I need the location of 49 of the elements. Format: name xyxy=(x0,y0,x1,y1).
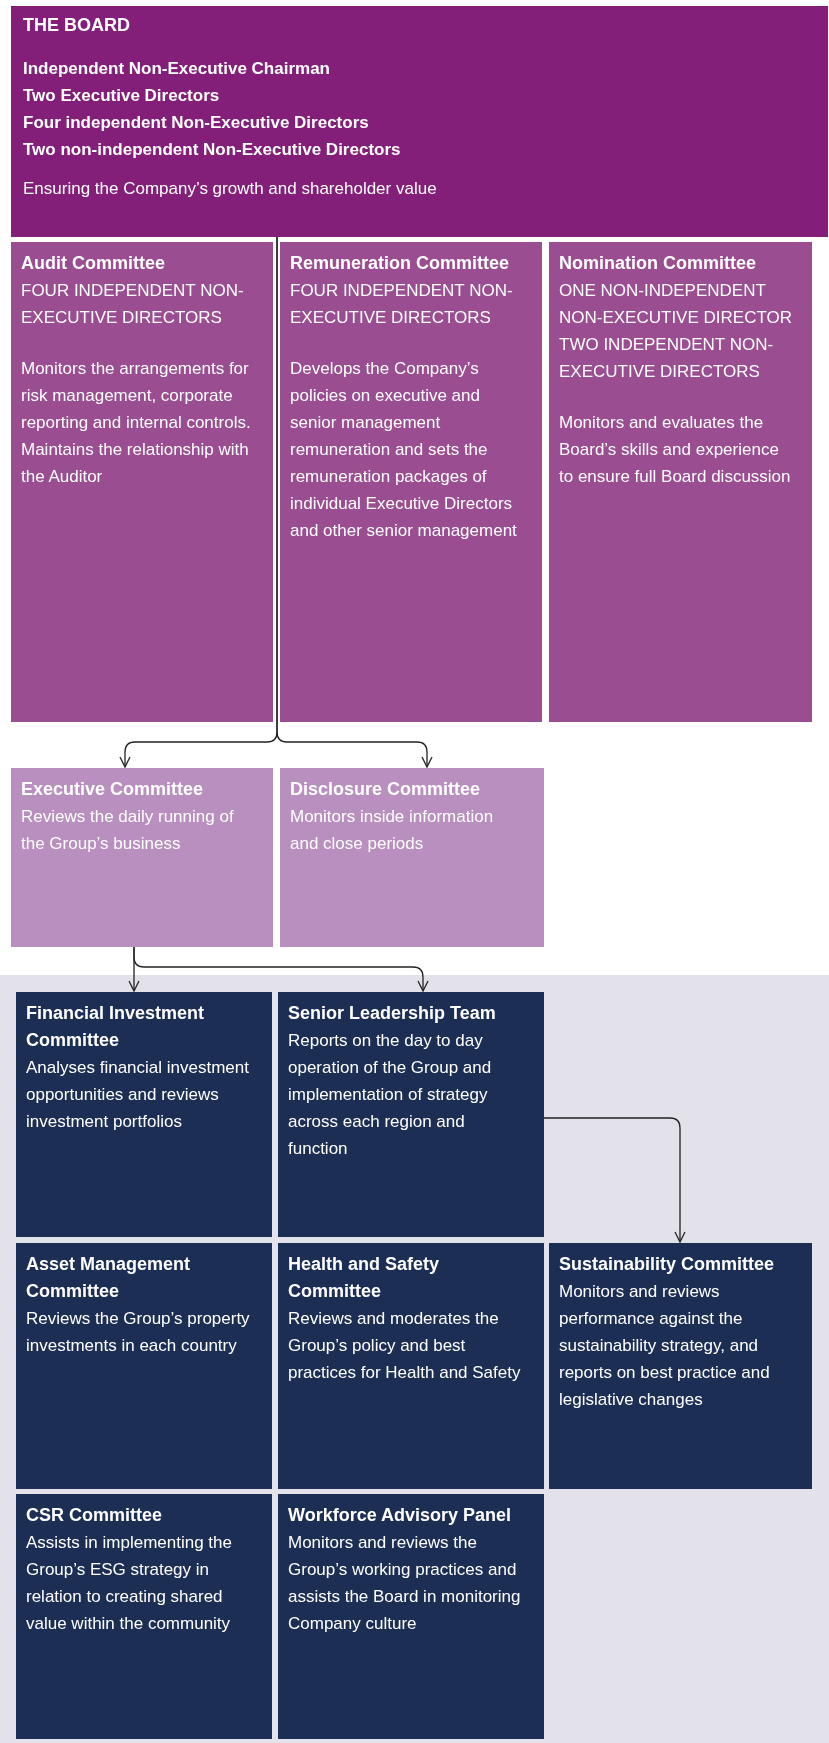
committee-box xyxy=(278,1243,544,1489)
heading-text: Remuneration Committee xyxy=(290,252,511,275)
description-text: Monitors inside information and close periods xyxy=(290,806,495,855)
description-text: Reports on the day to day operation of the Group and implementation of strategy across each region and function xyxy=(288,1030,493,1160)
heading-text: Sustainability Committee xyxy=(559,1253,776,1276)
description-text: Assists in implementing the Group’s ESG strategy in relation to creating shared value within the community xyxy=(26,1532,233,1635)
connector-arrow xyxy=(133,946,429,992)
heading-text: Disclosure Committee xyxy=(290,778,482,801)
heading-text: THE BOARD xyxy=(23,14,131,37)
heading-text: Health and Safety Committee xyxy=(288,1253,441,1303)
committee-box xyxy=(280,242,542,722)
heading-text: Nomination Committee xyxy=(559,252,757,275)
committee-box xyxy=(11,768,273,947)
committee-box xyxy=(549,242,812,722)
heading-text: Executive Committee xyxy=(21,778,205,801)
heading-text: Senior Leadership Team xyxy=(288,1002,497,1025)
committee-box xyxy=(16,1243,272,1489)
purpose-text: Ensuring the Company’s growth and shareholder value xyxy=(23,178,438,200)
member-text: Four independent Non-Executive Directors xyxy=(23,112,370,134)
description-text: Reviews the Group’s property investments in each country xyxy=(26,1308,251,1357)
heading-text: Financial Investment Committee xyxy=(26,1002,206,1052)
membership-text: ONE NON-INDEPENDENT NON-EXECUTIVE DIRECTOR TWO INDEPENDENT NON-EXECUTIVE DIRECTORS xyxy=(559,280,793,383)
connector-arrow xyxy=(276,236,433,768)
committee-box xyxy=(549,1243,812,1489)
description-text: Develops the Company’s policies on executive and senior management remuneration and sets the remuneration packages of individual Executive Directors and other senior management xyxy=(290,358,518,542)
member-text: Independent Non-Executive Chairman xyxy=(23,58,331,80)
committee-box xyxy=(16,1494,272,1739)
committee-box xyxy=(11,242,273,722)
heading-text: Workforce Advisory Panel xyxy=(288,1504,513,1527)
description-text: Monitors the arrangements for risk management, corporate reporting and internal controls. Maintains the relationship with the Auditor xyxy=(21,358,252,488)
member-text: Two non-independent Non-Executive Directors xyxy=(23,139,402,161)
connector-arrow xyxy=(543,1117,686,1243)
team-box xyxy=(278,992,544,1237)
description-text: Monitors and evaluates the Board’s skills and experience to ensure full Board discussion xyxy=(559,412,792,488)
committee-box xyxy=(280,768,544,947)
membership-text: FOUR INDEPENDENT NON-EXECUTIVE DIRECTORS xyxy=(290,280,514,329)
description-text: Reviews and moderates the Group’s policy and best practices for Health and Safety xyxy=(288,1308,522,1384)
heading-text: Asset Management Committee xyxy=(26,1253,192,1303)
description-text: Monitors and reviews performance against the sustainability strategy, and reports on best practice and legislative changes xyxy=(559,1281,771,1411)
heading-text: CSR Committee xyxy=(26,1504,164,1527)
membership-text: FOUR INDEPENDENT NON-EXECUTIVE DIRECTORS xyxy=(21,280,245,329)
committee-box xyxy=(16,992,272,1237)
panel-box xyxy=(278,1494,544,1739)
description-text: Monitors and reviews the Group’s working practices and assists the Board in monitoring Company culture xyxy=(288,1532,522,1635)
description-text: Analyses financial investment opportunities and reviews investment portfolios xyxy=(26,1057,250,1133)
description-text: Reviews the daily running of the Group’s business xyxy=(21,806,235,855)
board-box xyxy=(11,6,828,237)
member-text: Two Executive Directors xyxy=(23,85,221,107)
heading-text: Audit Committee xyxy=(21,252,166,275)
